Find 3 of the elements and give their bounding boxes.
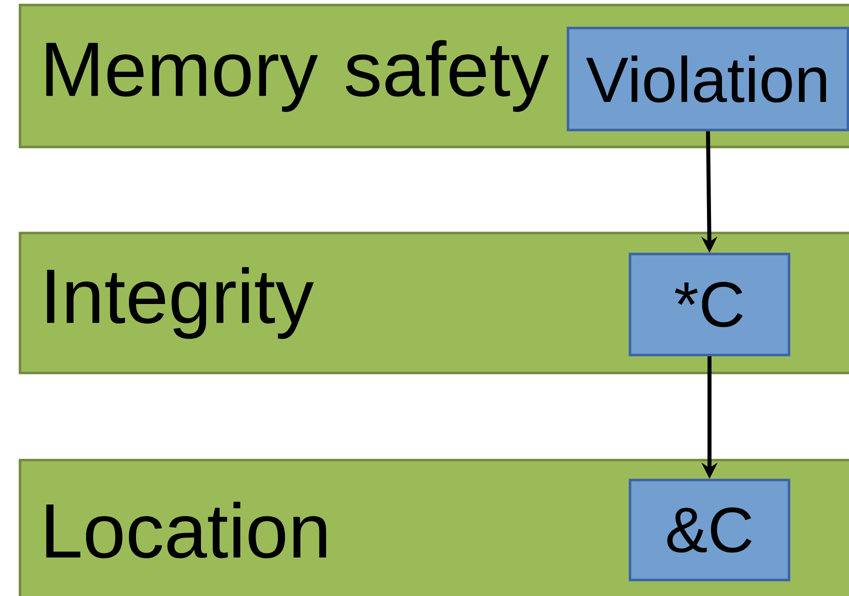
label-box: &C — [628, 478, 790, 582]
label-box: Violation — [566, 26, 849, 132]
label-box: *C — [628, 252, 790, 356]
